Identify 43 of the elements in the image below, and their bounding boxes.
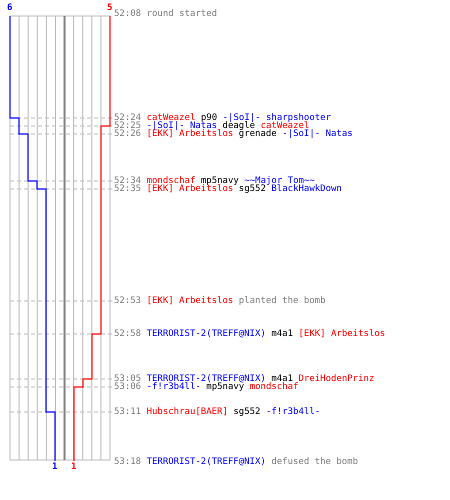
timestamp: 53:18 [114, 457, 142, 467]
player-name: [EKK] Arbeitslos [146, 184, 234, 194]
count-label: 1 [71, 462, 76, 472]
player-name: mondschaf [250, 382, 298, 392]
weapon-name: mp5navy [206, 382, 244, 392]
player-name: BlackHawkDown [271, 184, 342, 194]
player-name: TERRORIST-2(TREFF@NIX) [146, 457, 266, 467]
player-name: -|SoI|- Natas [282, 129, 353, 139]
weapon-name: sg552 [238, 184, 266, 194]
player-name: DreiHodenPrinz [298, 374, 374, 384]
weapon-name: p90 [200, 113, 218, 123]
event-text: defused the bomb [271, 457, 358, 467]
player-name: TERRORIST-2(TREFF@NIX) [146, 329, 266, 339]
weapon-name: grenade [238, 129, 277, 139]
player-name: [EKK] Arbeitslos [146, 296, 234, 306]
weapon-name: mp5navy [200, 176, 239, 186]
timestamp: 52:24 [114, 113, 142, 123]
timestamp: 53:11 [114, 407, 142, 417]
timestamp: 52:58 [114, 329, 142, 339]
timestamp: 53:05 [114, 374, 142, 384]
timestamp: 52:35 [114, 184, 142, 194]
player-name: -|SoI|- sharpshooter [222, 113, 332, 123]
player-name: [EKK] Arbeitslos [146, 129, 234, 139]
timestamp: 52:34 [114, 176, 142, 186]
player-name: TERRORIST-2(TREFF@NIX) [146, 374, 266, 384]
event-text: planted the bomb [238, 296, 326, 306]
timestamp: 52:26 [114, 129, 142, 139]
weapon-name: sg552 [233, 407, 260, 417]
count-label: 5 [107, 3, 112, 13]
count-label: 6 [7, 3, 12, 13]
count-label: 1 [52, 462, 58, 472]
player-name: [EKK] Arbeitslos [298, 329, 386, 339]
timestamp: 52:08 [114, 9, 142, 19]
player-name: -f!r3b4ll- [146, 382, 201, 392]
player-name: -f!r3b4ll- [266, 407, 320, 417]
event-text: round started [146, 9, 218, 19]
player-name: Hubschrau[BAER] [146, 407, 228, 417]
timestamp: 52:53 [114, 296, 142, 306]
weapon-name: m4a1 [271, 374, 293, 384]
timestamp: 53:06 [114, 382, 142, 392]
weapon-name: deagle [222, 121, 256, 131]
weapon-name: m4a1 [271, 329, 293, 339]
timestamp: 52:25 [114, 121, 142, 131]
